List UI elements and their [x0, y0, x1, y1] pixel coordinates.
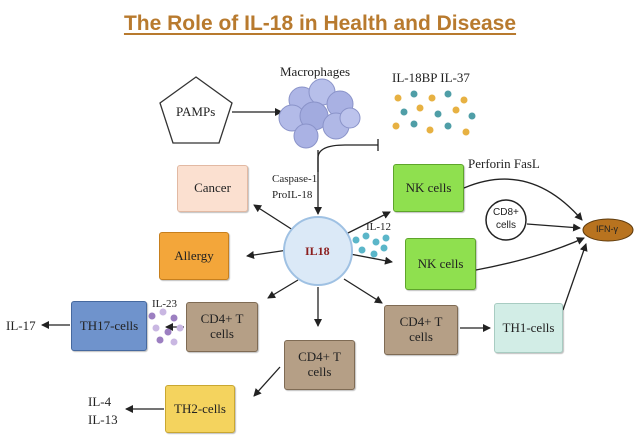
il18-circle [283, 216, 353, 286]
il17-label: IL-17 [6, 318, 36, 333]
cd4-t-cells-box-right: CD4+ T cells [384, 305, 458, 355]
arrow-il18-to-nk1 [345, 211, 391, 235]
arrow-cd4-mid-to-th2 [253, 366, 281, 397]
perforin-label: Perforin FasL [468, 156, 540, 171]
il23-dots-icon [148, 308, 184, 346]
il4-label: IL-4 [88, 394, 112, 409]
il18-label: IL18 [305, 244, 330, 258]
caspase-label: Caspase-1 [272, 173, 318, 185]
arrow-nk1-to-ifn [463, 178, 583, 221]
arrow-th1-to-ifn [562, 243, 588, 311]
diagram-title: The Role of IL-18 in Health and Disease [123, 12, 517, 35]
th2-cells-box: TH2-cells [165, 385, 235, 433]
macrophage-cluster-icon [278, 78, 361, 149]
proil18-label: ProIL-18 [272, 189, 313, 201]
arrow-nk2-to-ifn [475, 237, 585, 271]
il13-label: IL-13 [88, 412, 118, 427]
cancer-box: Cancer [177, 165, 248, 212]
arrow-il18-to-nk2 [349, 253, 393, 265]
cd4-t-cells-box-left: CD4+ T cells [186, 302, 258, 352]
cd4-t-cells-box-mid: CD4+ T cells [284, 340, 355, 390]
nk-cells-box-1: NK cells [393, 164, 464, 212]
inhibit-il18bp [317, 144, 378, 172]
il18bp-dots-icon [392, 90, 476, 136]
ifn-gamma-label: IFN-γ [596, 224, 618, 234]
arrow-cd8-to-ifn [526, 223, 581, 232]
nk-cells-box-2: NK cells [405, 238, 476, 290]
arrow-il18-to-allergy [246, 249, 289, 259]
arrow-il18-to-cd4-left [267, 279, 299, 299]
cd8-circle [485, 199, 527, 241]
il12-dots-icon [352, 232, 390, 258]
macrophages-label: Macrophages [280, 64, 351, 79]
allergy-box: Allergy [159, 232, 229, 280]
il23-label: IL-23 [152, 298, 178, 310]
il18bp-label: IL-18BP IL-37 [392, 70, 470, 85]
cd8-line2: cells [496, 220, 517, 231]
th17-cells-box: TH17-cells [71, 301, 147, 351]
il12-label: IL-12 [366, 221, 392, 233]
arrow-il18-to-cancer [253, 204, 297, 233]
cd8-line1: CD8+ [493, 207, 519, 218]
ifn-gamma-ellipse [582, 218, 634, 242]
arrow-il18-to-cd4-right [343, 278, 383, 304]
th1-cells-box: TH1-cells [494, 303, 563, 353]
pamps-pentagon [159, 76, 233, 144]
pamps-label: PAMPs [176, 104, 216, 119]
